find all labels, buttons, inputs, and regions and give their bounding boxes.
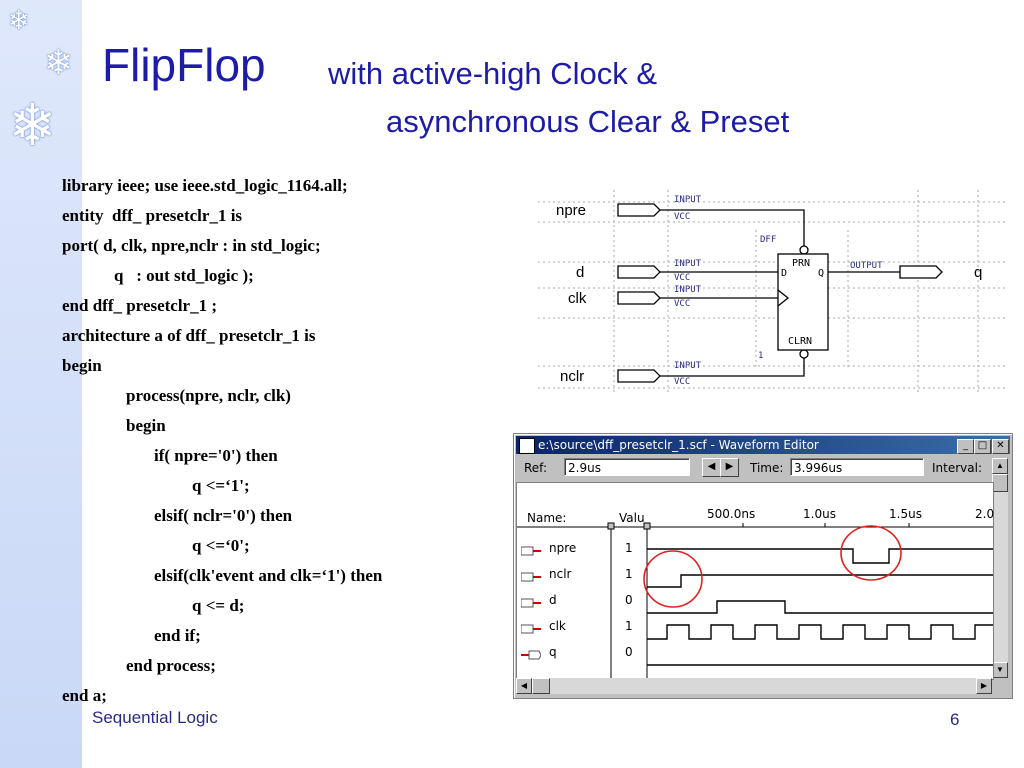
signal-value-q: 0	[625, 645, 633, 659]
ref-label: Ref:	[524, 461, 548, 475]
code-line: library ieee; use ieee.std_logic_1164.al…	[62, 176, 348, 195]
waveform-editor-window: e:\source\dff_presetclr_1.scf - Waveform…	[513, 433, 1013, 699]
footer-title: Sequential Logic	[92, 708, 218, 727]
dff-schematic: npre d clk nclr INPUT VCC INPUT VCC INPU…	[538, 190, 1008, 395]
ref-field[interactable]: 2.9us	[564, 458, 690, 476]
interval-label: Interval:	[932, 461, 982, 475]
signal-name-q[interactable]: q	[549, 645, 557, 659]
prn-label: PRN	[792, 258, 810, 269]
time-tick-label: 1.0us	[803, 507, 836, 521]
code-line: port( d, clk, npre,nclr : in std_logic;	[62, 236, 321, 255]
code-line: end process;	[126, 656, 216, 675]
slide-subtitle-line-1: with active-high Clock &	[328, 56, 658, 91]
code-line: q <=‘1';	[192, 476, 250, 495]
pin-d-label: D	[781, 268, 787, 279]
clrn-label: CLRN	[788, 336, 812, 347]
signal-name-clk[interactable]: clk	[549, 619, 566, 633]
pin-input-label: INPUT	[674, 285, 702, 295]
code-line: end dff_ presetclr_1 ;	[62, 296, 218, 315]
code-line: begin	[62, 356, 102, 375]
vertical-scrollbar[interactable]: ▲ ▼	[992, 458, 1008, 678]
signal-value-npre: 1	[625, 541, 633, 555]
input-name-d: d	[576, 264, 584, 281]
dff-label: DFF	[760, 235, 776, 245]
pin-vcc-label: VCC	[674, 273, 690, 283]
signal-name-d[interactable]: d	[549, 593, 557, 607]
pin-input-label: INPUT	[674, 361, 702, 371]
snowflake-icon: ❄	[8, 6, 30, 36]
close-button[interactable]: ✕	[992, 439, 1009, 454]
next-transition-button[interactable]: ▶	[720, 458, 739, 477]
minimize-button[interactable]: _	[957, 439, 974, 454]
snowflake-icon: ❄	[8, 91, 57, 159]
horizontal-scrollbar[interactable]: ◀ ▶	[516, 678, 992, 694]
page-number: 6	[950, 710, 960, 729]
waveform-plot	[517, 522, 993, 679]
scroll-thumb[interactable]	[992, 474, 1008, 492]
input-signal-icon	[520, 595, 541, 608]
signal-value-d: 0	[625, 593, 633, 607]
code-line: architecture a of dff_ presetclr_1 is	[62, 326, 316, 345]
scroll-thumb-horizontal[interactable]	[532, 678, 550, 694]
output-signal-icon	[521, 647, 542, 660]
highlight-circle	[840, 525, 902, 581]
pin-vcc-label: VCC	[674, 377, 690, 387]
highlight-circle	[643, 550, 703, 608]
value-column-header: Valu	[619, 511, 645, 525]
code-line: if( npre='0') then	[154, 446, 278, 465]
pin-vcc-label: VCC	[674, 212, 690, 222]
code-line: begin	[126, 416, 166, 435]
output-name-q: q	[974, 264, 982, 281]
input-signal-icon	[520, 543, 541, 556]
signal-value-clk: 1	[625, 619, 633, 633]
code-line: end a;	[62, 686, 107, 705]
signal-value-nclr: 1	[625, 567, 633, 581]
snowflake-icon: ❄	[44, 43, 73, 83]
name-column-header: Name:	[527, 511, 567, 525]
input-signal-icon	[520, 621, 541, 634]
code-line: q <= d;	[192, 596, 245, 615]
pin-input-label: INPUT	[674, 195, 702, 205]
left-decor-stripe	[0, 0, 82, 768]
input-name-clk: clk	[568, 290, 587, 307]
code-line: end if;	[154, 626, 201, 645]
time-label: Time:	[750, 461, 784, 475]
scroll-right-button[interactable]: ▶	[976, 678, 992, 694]
slide-title: FlipFlop	[102, 39, 266, 91]
code-line: q <=‘0';	[192, 536, 250, 555]
prev-transition-button[interactable]: ◀	[702, 458, 721, 477]
maximize-button[interactable]: □	[974, 439, 991, 454]
waveform-area: Name: Valu 500.0ns 1.0us 1.5us 2.0	[516, 482, 994, 680]
title-bar[interactable]: e:\source\dff_presetclr_1.scf - Waveform…	[516, 436, 1010, 454]
scroll-left-button[interactable]: ◀	[516, 678, 532, 694]
window-title: e:\source\dff_presetclr_1.scf - Waveform…	[538, 438, 819, 452]
pin-vcc-label: VCC	[674, 299, 690, 309]
input-signal-icon	[520, 569, 541, 582]
pin-q-label: Q	[818, 268, 824, 279]
code-line: process(npre, nclr, clk)	[126, 386, 291, 405]
code-line: q : out std_logic );	[114, 266, 254, 285]
scroll-up-button[interactable]: ▲	[992, 458, 1008, 474]
time-tick-label: 500.0ns	[707, 507, 756, 521]
input-name-nclr: nclr	[560, 368, 584, 385]
code-line: elsif(clk'event and clk=‘1') then	[154, 566, 383, 585]
code-line: elsif( nclr='0') then	[154, 506, 293, 525]
time-tick-label: 1.5us	[889, 507, 922, 521]
scroll-down-button[interactable]: ▼	[992, 662, 1008, 678]
waveform-toolbar: Ref: 2.9us ◀ ▶ Time: 3.996us Interval:	[516, 456, 1010, 482]
input-name-npre: npre	[556, 202, 586, 219]
slide-subtitle-line-2: asynchronous Clear & Preset	[386, 104, 790, 139]
signal-name-npre[interactable]: npre	[549, 541, 577, 555]
time-field[interactable]: 3.996us	[790, 458, 924, 476]
inst-label: 1	[758, 351, 763, 361]
signal-name-nclr[interactable]: nclr	[549, 567, 572, 581]
code-line: entity dff_ presetclr_1 is	[62, 206, 243, 225]
pin-input-label: INPUT	[674, 259, 702, 269]
app-icon[interactable]	[519, 438, 535, 454]
pin-output-label: OUTPUT	[850, 261, 883, 271]
time-tick-label: 2.0	[975, 507, 995, 521]
